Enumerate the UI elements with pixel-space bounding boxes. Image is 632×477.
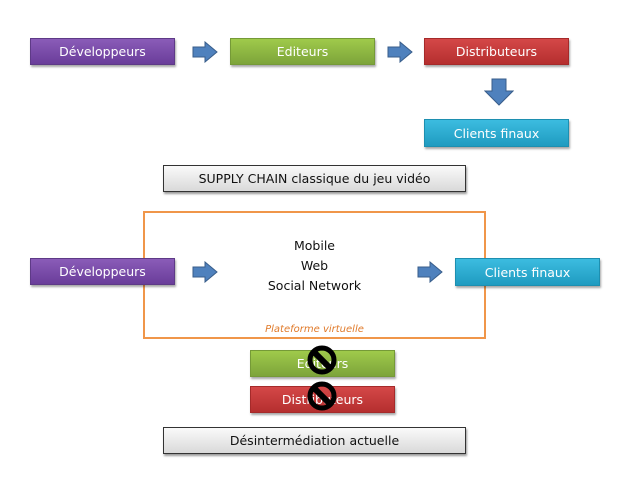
classic-publishers-label: Editeurs xyxy=(276,44,329,59)
current-clients-label: Clients finaux xyxy=(484,264,571,280)
classic-developers-box: Développeurs xyxy=(30,38,175,65)
classic-developers-label: Développeurs xyxy=(59,44,146,59)
prohibited-icon xyxy=(307,345,337,375)
classic-publishers-box: Editeurs xyxy=(230,38,375,65)
platform-caption: Plateforme virtuelle xyxy=(265,324,364,335)
platform-channel-social-network: Social Network xyxy=(267,278,362,293)
right-arrow-icon xyxy=(387,41,413,63)
removed-distributors-box: Distributeurs xyxy=(250,386,395,413)
right-arrow-icon xyxy=(192,41,218,63)
platform-channel-web: Web xyxy=(300,258,329,273)
classic-clients-label: Clients finaux xyxy=(453,125,540,141)
current-clients-box: Clients finaux xyxy=(455,258,600,286)
right-arrow-icon xyxy=(417,261,443,283)
current-chain-caption-text: Désintermédiation actuelle xyxy=(229,433,400,448)
current-developers-label: Développeurs xyxy=(59,264,146,279)
down-arrow-icon xyxy=(484,78,514,106)
platform-channel-mobile: Mobile xyxy=(293,238,335,253)
classic-distributors-label: Distributeurs xyxy=(455,44,538,59)
classic-chain-caption-text: SUPPLY CHAIN classique du jeu vidéo xyxy=(198,171,431,186)
classic-clients-box: Clients finaux xyxy=(424,119,569,147)
current-developers-box: Développeurs xyxy=(30,258,175,285)
prohibited-icon xyxy=(307,381,337,411)
classic-chain-caption: SUPPLY CHAIN classique du jeu vidéo xyxy=(163,165,466,192)
current-chain-caption: Désintermédiation actuelle xyxy=(163,427,466,454)
classic-distributors-box: Distributeurs xyxy=(424,38,569,65)
right-arrow-icon xyxy=(192,261,218,283)
